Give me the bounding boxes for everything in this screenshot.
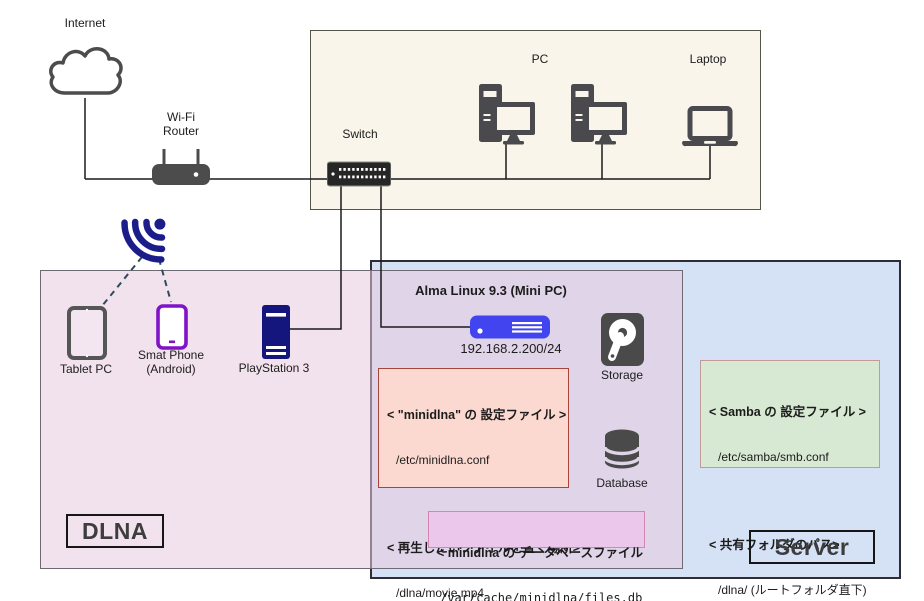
wire-switch-to-server	[380, 186, 470, 328]
wifi-signal-icon	[121, 218, 166, 263]
pc-label: PC	[531, 52, 549, 66]
ps3-icon	[262, 305, 290, 359]
pc-tower-icon	[479, 84, 535, 145]
tablet-label: Tablet PC	[59, 362, 113, 376]
internet-label: Internet	[64, 16, 106, 30]
storage-label: Storage	[600, 368, 644, 382]
wifi-link-tablet	[101, 256, 143, 307]
samba-config-note: < Samba の 設定ファイル > /etc/samba/smb.conf <…	[700, 360, 880, 597]
minidlna-config-note: < "minidlna" の 設定ファイル > /etc/minidlna.co…	[378, 368, 580, 600]
minidlna-conf-path: /etc/minidlna.conf	[396, 453, 490, 467]
ps3-label: PlayStation 3	[238, 361, 310, 375]
mini-pc-icon	[470, 315, 550, 339]
wifi-link-phone	[158, 258, 172, 303]
samba-share-path: /dlna/ (ルートフォルダ直下)	[718, 583, 867, 597]
laptop-label: Laptop	[689, 52, 727, 66]
switch-label: Switch	[342, 127, 378, 141]
minidlna-db-note: < minidlna の データベースファイル /var/cache/minid…	[428, 511, 645, 601]
dlna-zone-label-frame: DLNA	[66, 514, 164, 548]
dlna-zone-label: DLNA	[82, 517, 148, 544]
laptop-icon	[682, 106, 738, 147]
minidlna-note-title: < "minidlna" の 設定ファイル >	[387, 408, 567, 422]
samba-conf-path: /etc/samba/smb.conf	[718, 450, 829, 464]
db-note-title: < minidlna の データベースファイル	[437, 546, 643, 560]
smartphone-icon	[156, 304, 188, 350]
wifi-router-icon	[152, 149, 210, 185]
alma-host-label: Alma Linux 9.3 (Mini PC)	[415, 283, 567, 298]
database-label: Database	[596, 476, 648, 490]
dlna-file-path: /dlna/movie.mp4	[396, 586, 485, 600]
smartphone-label: Smat Phone(Android)	[137, 348, 205, 376]
switch-icon	[327, 161, 391, 187]
server-zone-label: Server	[774, 533, 850, 560]
cloud-icon	[49, 47, 123, 95]
pc-tower-icon	[571, 84, 627, 145]
ip-label: 192.168.2.200/24	[460, 341, 562, 356]
storage-icon	[601, 313, 644, 366]
samba-note-title: < Samba の 設定ファイル >	[709, 405, 866, 419]
tablet-icon	[67, 306, 107, 360]
db-file-path: /var/cache/minidlna/files.db	[440, 591, 643, 601]
database-icon	[603, 429, 641, 469]
server-zone-label-frame: Server	[749, 530, 875, 564]
